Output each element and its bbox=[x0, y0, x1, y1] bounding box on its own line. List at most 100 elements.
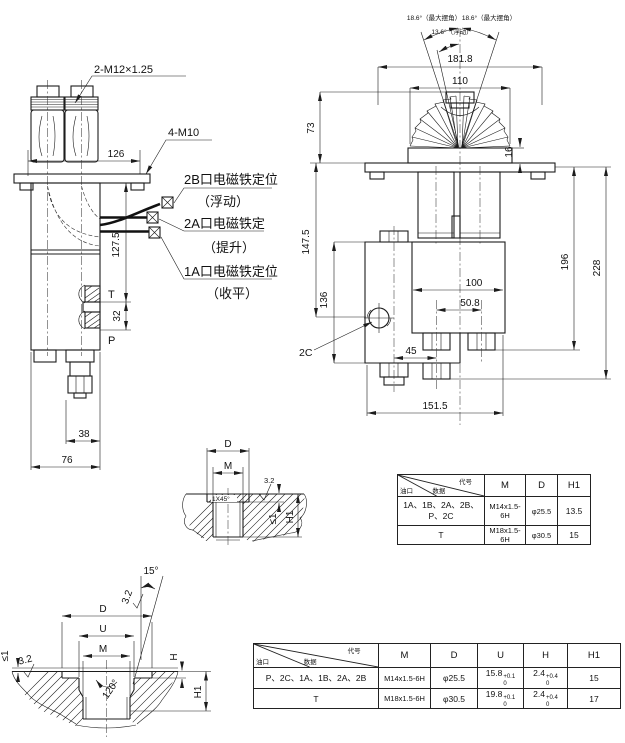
finish-check-icon bbox=[258, 483, 272, 501]
table2-r2-h1: 17 bbox=[567, 687, 621, 710]
table1-corner-cell: 代号 数据 油口 bbox=[397, 474, 485, 497]
finish-check-icon bbox=[132, 593, 144, 609]
table2-corner-bottom: 油口 bbox=[256, 659, 269, 666]
dim-38: 38 bbox=[78, 429, 90, 440]
leader-1a bbox=[160, 236, 272, 280]
port-t-label: T bbox=[108, 289, 115, 301]
leader-2b bbox=[173, 187, 272, 204]
table1-r1-d: φ25.5 bbox=[525, 496, 558, 526]
detail-a-d: D bbox=[224, 439, 231, 450]
dim-32: 32 bbox=[112, 310, 123, 322]
valve-body bbox=[30, 182, 101, 351]
table1-row-2: T M18x1.5-6H φ30.5 15 bbox=[397, 525, 591, 545]
table1-r1-h1: 13.5 bbox=[557, 496, 591, 526]
front-view: 18.6°（最大摆角） 18.6°（最大摆角） 13.6°（浮动） bbox=[299, 13, 611, 425]
table1-col-h1: H1 bbox=[557, 474, 591, 497]
diagonal-divider-icon bbox=[254, 644, 378, 667]
diagonal-divider-icon bbox=[398, 475, 484, 496]
dim-50-8: 50.8 bbox=[460, 298, 480, 309]
table1-col-d: D bbox=[525, 474, 558, 497]
label-port-2b: 2B口电磁铁定位 bbox=[184, 172, 278, 187]
angle-left-label: 18.6°（最大摆角） bbox=[407, 13, 461, 22]
port-2c-label: 2C bbox=[299, 347, 313, 359]
label-port-1a-note: （收平） bbox=[206, 286, 258, 301]
chamfer-label-bg bbox=[211, 495, 237, 502]
dim-100: 100 bbox=[466, 278, 483, 289]
table1-corner-top: 代号 bbox=[458, 479, 472, 486]
front-coils bbox=[417, 166, 501, 244]
detail-b-flatness: ≤1 bbox=[0, 650, 11, 661]
finish-check-icon bbox=[23, 663, 35, 678]
table1-corner-mid: 数据 bbox=[432, 488, 446, 495]
table2-corner-top: 代号 bbox=[347, 648, 361, 655]
left-side-view: 2-M12×1.25 4-M10 2B口电磁铁定位 （浮动） 2A口电磁铁定 （… bbox=[13, 64, 278, 470]
port-2c-leader bbox=[313, 321, 373, 351]
detail-thread-port-b: 15° 3.2 ≤1 3.2 D U M 120° H H1 bbox=[0, 566, 211, 737]
port-2c-circle bbox=[364, 303, 394, 333]
table1-corner-bottom: 油口 bbox=[400, 488, 413, 495]
detail-b-finish-left: 3.2 bbox=[17, 653, 34, 667]
table2-col-h: H bbox=[523, 643, 568, 668]
table2-corner-cell: 代号 数据 油口 bbox=[253, 643, 379, 668]
table1-row-1: 1A、1B、2A、2B、 P、2C M14x1.5-6H φ25.5 13.5 bbox=[397, 496, 591, 526]
dim-16: 16 bbox=[504, 146, 515, 158]
connector-2b-icon bbox=[161, 196, 174, 209]
tp-ports bbox=[78, 284, 101, 330]
table2-col-h1: H1 bbox=[567, 643, 621, 668]
connector-2a-icon bbox=[146, 211, 159, 224]
angle-right-label: 18.6°（最大摆角） bbox=[462, 13, 516, 22]
detail-b-u: U bbox=[99, 624, 106, 635]
detail-a-m: M bbox=[224, 461, 232, 472]
port-size-table-large: 代号 数据 油口 M D U H H1 P、2C、1A、1B、2A、2B M14… bbox=[253, 643, 621, 710]
table1-r1-ports: 1A、1B、2A、2B、 P、2C bbox=[397, 496, 485, 526]
dim-151-5: 151.5 bbox=[422, 401, 447, 412]
table2-r2-ports: T bbox=[253, 687, 379, 710]
table2-r1-h1: 15 bbox=[567, 667, 621, 689]
dim-196: 196 bbox=[560, 253, 571, 270]
bolt-callout-leader bbox=[145, 139, 212, 175]
detail-b-angle: 15° bbox=[143, 566, 158, 577]
table2-r2-d: φ30.5 bbox=[430, 687, 478, 710]
coil-centerlines bbox=[47, 80, 82, 356]
table2-r1-m: M14x1.5-6H bbox=[378, 667, 431, 689]
detail-a-h1: H1 bbox=[285, 510, 296, 523]
table1-r1-m: M14x1.5-6H bbox=[484, 496, 526, 526]
connector-1a-icon bbox=[148, 226, 161, 239]
thread-callout-label: 2-M12×1.25 bbox=[94, 64, 153, 76]
detail-a-finish: 3.2 bbox=[264, 476, 274, 485]
table2-row-1: P、2C、1A、1B、2A、2B M14x1.5-6H φ25.5 15.8+0… bbox=[253, 667, 621, 689]
detail-thread-port-a: 1X45° D M 3.2 ≤1 H1 bbox=[181, 439, 307, 546]
table2-col-d: D bbox=[430, 643, 478, 668]
dim-45: 45 bbox=[405, 346, 417, 357]
label-port-1a: 1A口电磁铁定位 bbox=[184, 264, 278, 279]
solenoid-coils bbox=[30, 85, 99, 163]
detail-b-finish-top: 3.2 bbox=[120, 588, 135, 605]
bolt-callout-label: 4-M10 bbox=[168, 127, 199, 139]
detail-b-cone: 120° bbox=[101, 678, 122, 701]
dim-126: 126 bbox=[108, 149, 125, 160]
table1-r2-ports: T bbox=[397, 525, 485, 545]
table2-r1-d: φ25.5 bbox=[430, 667, 478, 689]
detail-b-h1: H1 bbox=[193, 685, 204, 698]
dim-127-5: 127.5 bbox=[111, 232, 122, 257]
port-p-label: P bbox=[108, 335, 115, 347]
table2-r1-ports: P、2C、1A、1B、2A、2B bbox=[253, 667, 379, 689]
table1-r2-h1: 15 bbox=[557, 525, 591, 545]
thread-callout-leader bbox=[74, 75, 186, 104]
leader-2a bbox=[158, 218, 264, 232]
table1-col-m: M bbox=[484, 474, 526, 497]
dim-147-5: 147.5 bbox=[301, 229, 312, 254]
angle-mid-label: 13.6°（浮动） bbox=[431, 27, 472, 36]
label-port-2b-note: （浮动） bbox=[197, 194, 249, 209]
front-studs bbox=[379, 300, 496, 390]
dim-110: 110 bbox=[452, 76, 468, 87]
dim-73: 73 bbox=[306, 122, 317, 134]
valve-blocks bbox=[364, 226, 506, 392]
